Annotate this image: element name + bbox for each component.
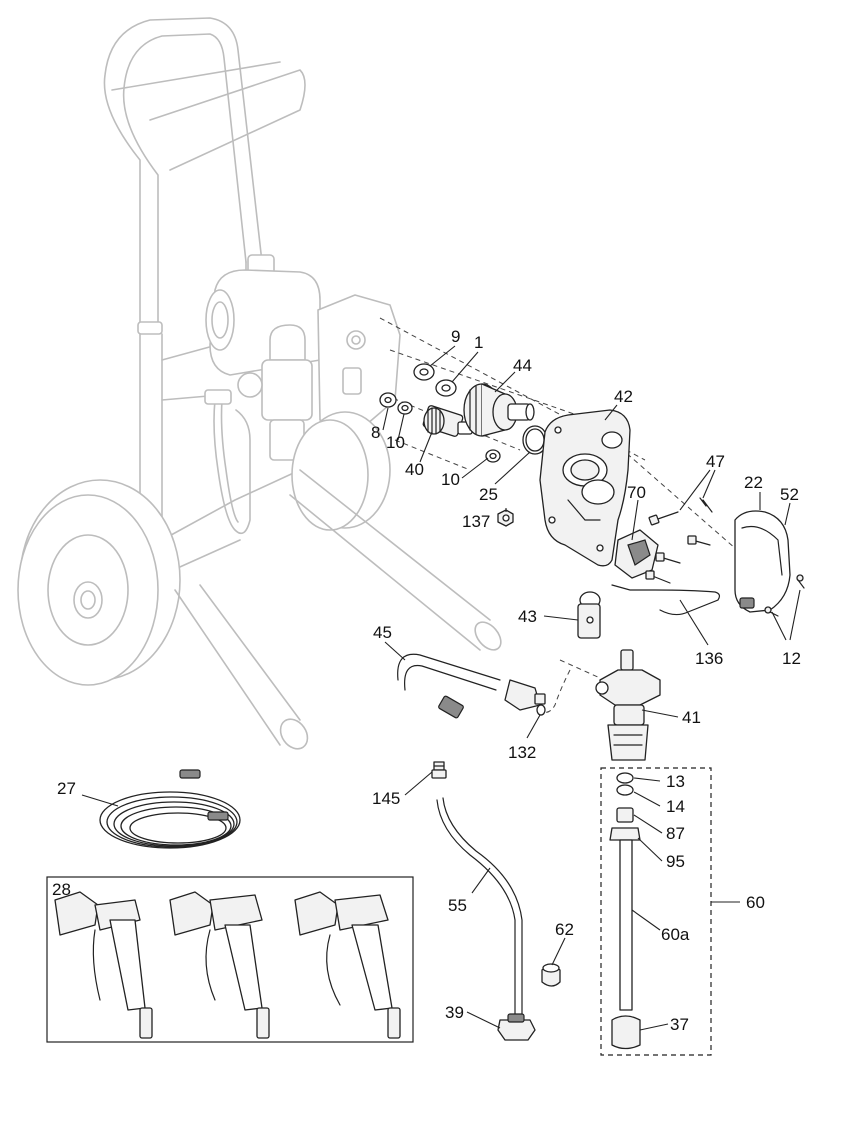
- callout-1: 1: [474, 333, 483, 352]
- part-95: [609, 827, 641, 841]
- callout-39: 39: [445, 1003, 464, 1022]
- part-62-clip: [541, 963, 561, 987]
- callout-10: 10: [441, 470, 460, 489]
- part-70-adapter: [614, 529, 659, 579]
- drive-parts: [379, 363, 548, 527]
- callout-137: 137: [462, 512, 490, 531]
- gun-inset-box: [46, 876, 414, 1043]
- part-47-screws: [645, 497, 713, 584]
- callout-13: 13: [666, 772, 685, 791]
- callout-55: 55: [448, 896, 467, 915]
- callout-40: 40: [405, 460, 424, 479]
- part-12-screws: [764, 574, 805, 617]
- callout-70: 70: [627, 483, 646, 502]
- callout-45: 45: [373, 623, 392, 642]
- part-28-spray-guns: [54, 891, 401, 1039]
- callout-8: 8: [371, 423, 380, 442]
- kit-60-box: [600, 767, 712, 1056]
- callout-44: 44: [513, 356, 532, 375]
- callout-60: 60: [746, 893, 765, 912]
- callout-43: 43: [518, 607, 537, 626]
- callout-28: 28: [52, 880, 71, 899]
- part-55-suction-tube: [436, 797, 523, 1019]
- part-145-fitting: [431, 761, 447, 779]
- part-40-pinion: [422, 405, 473, 437]
- callout-87: 87: [666, 824, 685, 843]
- callout-12: 12: [782, 649, 801, 668]
- callout-37: 37: [670, 1015, 689, 1034]
- part-41-pump: [595, 649, 661, 761]
- callout-136: 136: [695, 649, 723, 668]
- part-27-hose-coil: [99, 769, 241, 849]
- part-37: [611, 1015, 641, 1050]
- part-13: [616, 772, 634, 784]
- part-87: [616, 807, 634, 823]
- callout-41: 41: [682, 708, 701, 727]
- callout-42: 42: [614, 387, 633, 406]
- callout-9: 9: [451, 327, 460, 346]
- callout-27: 27: [57, 779, 76, 798]
- callout-145: 145: [372, 789, 400, 808]
- part-14: [616, 784, 634, 796]
- kit-60-parts: [609, 772, 641, 1050]
- callout-labels: 9 1 44 42 8 10 40 10 25 47 22 52 70 137 …: [52, 327, 801, 1034]
- part-43-coupling: [577, 591, 601, 639]
- sprayer-frame-ghost: [17, 17, 502, 750]
- part-132-o-ring: [536, 704, 546, 716]
- callout-14: 14: [666, 797, 685, 816]
- part-60a: [619, 839, 633, 1011]
- callout-95: 95: [666, 852, 685, 871]
- part-22-cover: [734, 510, 791, 613]
- callout-52: 52: [780, 485, 799, 504]
- part-45-hose: [397, 653, 546, 719]
- part-42-housing: [539, 409, 631, 567]
- callout-25: 25: [479, 485, 498, 504]
- callout-22: 22: [744, 473, 763, 492]
- callout-47: 47: [706, 452, 725, 471]
- callout-10: 10: [386, 433, 405, 452]
- callout-132: 132: [508, 743, 536, 762]
- callout-62: 62: [555, 920, 574, 939]
- part-44-gear: [463, 383, 535, 437]
- part-136-rod: [611, 584, 721, 616]
- leader-lines: [81, 345, 801, 1031]
- part-39-strainer: [497, 1013, 536, 1041]
- callout-60a: 60a: [661, 925, 690, 944]
